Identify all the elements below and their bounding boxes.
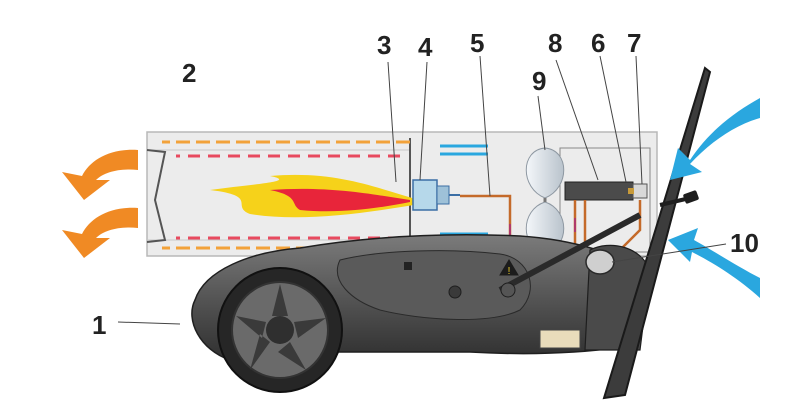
power-plug-icon — [659, 190, 699, 207]
callout-5: 5 — [470, 28, 484, 58]
callout-3: 3 — [377, 30, 391, 60]
svg-text:!: ! — [508, 266, 511, 277]
callout-2: 2 — [182, 58, 196, 88]
warning-triangle-icon: ! — [499, 259, 519, 277]
callout-9: 9 — [532, 66, 546, 96]
motor-unit — [564, 181, 648, 201]
flue-flow-arrows — [176, 154, 400, 240]
flame — [210, 174, 420, 218]
callout-4: 4 — [418, 32, 433, 62]
callout-1: 1 — [92, 310, 106, 340]
leader-lines — [117, 55, 727, 325]
burner-head — [412, 179, 460, 211]
callout-7: 7 — [627, 28, 641, 58]
carry-handle — [498, 66, 712, 400]
cold-air-inlet-icon — [668, 98, 760, 298]
callout-8: 8 — [548, 28, 562, 58]
wheel — [217, 267, 343, 393]
callout-10: 10 — [730, 228, 759, 258]
callout-6: 6 — [591, 28, 605, 58]
curved-arrow-left-icon — [62, 149, 138, 258]
